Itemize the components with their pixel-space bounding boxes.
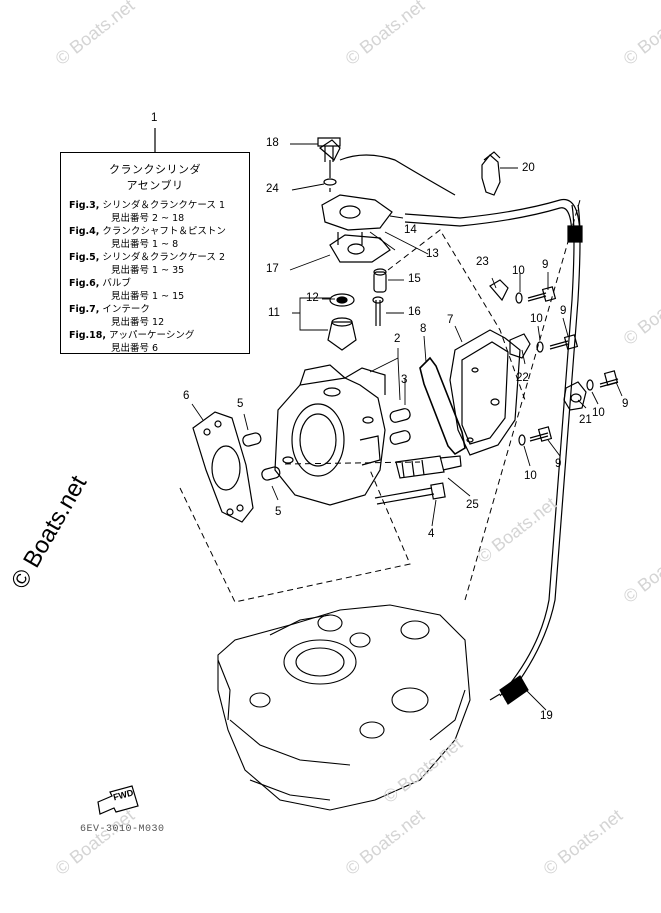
callout-label: 8 bbox=[420, 323, 427, 335]
callout-label: 16 bbox=[408, 306, 421, 318]
legend-entry-ref: 見出番号 1 ~ 15 bbox=[111, 291, 185, 302]
legend-entry-ref: 見出番号 2 ~ 18 bbox=[111, 213, 185, 224]
crankcase-drawing bbox=[217, 604, 471, 811]
doc-code: 6EV-3010-M030 bbox=[80, 824, 165, 835]
callout-label: 22 bbox=[516, 372, 529, 384]
cover-7-drawing bbox=[449, 329, 521, 456]
thermostat-cover-drawing bbox=[319, 139, 393, 263]
callout-label: 9 bbox=[622, 398, 629, 410]
bolt-4-drawing bbox=[374, 482, 446, 505]
legend-entry: Fig.4, クランクシャフト＆ピストン bbox=[69, 226, 226, 237]
callout-label: 20 bbox=[522, 162, 535, 174]
callout-label: 9 bbox=[542, 259, 549, 271]
callout-label: 15 bbox=[408, 273, 421, 285]
callout-label: 6 bbox=[183, 390, 190, 402]
callout-label: 14 bbox=[404, 224, 417, 236]
legend-title-line1: クランクシリンダ bbox=[109, 163, 201, 176]
callout-label: 4 bbox=[428, 528, 435, 540]
callout-label: 9 bbox=[560, 305, 567, 317]
legend-title-line2: アセンブリ bbox=[126, 179, 184, 192]
legend-box: クランクシリンダ アセンブリ Fig.3, シリンダ＆クランクケース 1 見出番… bbox=[60, 152, 250, 354]
callout-label: 23 bbox=[476, 256, 489, 268]
gasket-6-drawing bbox=[192, 411, 254, 523]
legend-entry: Fig.18, アッパーケーシング bbox=[69, 330, 195, 341]
callout-label: 9 bbox=[555, 458, 562, 470]
cylinder-head-drawing bbox=[274, 364, 386, 506]
callout-label: 7 bbox=[447, 314, 454, 326]
callout-label: 21 bbox=[579, 414, 592, 426]
legend-entry: Fig.6, バルブ bbox=[69, 278, 131, 289]
hose-14 bbox=[339, 154, 583, 243]
legend-entry-ref: 見出番号 1 ~ 35 bbox=[111, 265, 185, 276]
callout-label: 17 bbox=[266, 263, 279, 275]
callout-label: 3 bbox=[401, 374, 408, 386]
legend-entry-ref: 見出番号 1 ~ 8 bbox=[111, 239, 179, 250]
callout-label: 10 bbox=[592, 407, 605, 419]
callout-label: 5 bbox=[237, 398, 244, 410]
legend-entry: Fig.7, インテーク bbox=[69, 304, 150, 315]
legend-entry-ref: 見出番号 12 bbox=[111, 317, 165, 328]
callout-label: 10 bbox=[512, 265, 525, 277]
bolt-18-drawing bbox=[317, 137, 341, 162]
callout-label: 10 bbox=[530, 313, 543, 325]
callout-label: 19 bbox=[540, 710, 553, 722]
washers-10-drawing bbox=[515, 292, 594, 446]
callout-label: 13 bbox=[426, 248, 439, 260]
callout-label: 5 bbox=[275, 506, 282, 518]
callout-label: 25 bbox=[466, 499, 479, 511]
callout-1: 1 bbox=[151, 112, 158, 124]
dowels-drawing bbox=[242, 408, 411, 481]
bolts-9-drawing bbox=[527, 286, 619, 442]
leader-lines bbox=[191, 143, 623, 711]
spark-plug-drawing bbox=[395, 455, 462, 479]
callout-label: 12 bbox=[306, 292, 319, 304]
legend-entry-ref: 見出番号 6 bbox=[111, 343, 159, 354]
callout-label: 18 bbox=[266, 137, 279, 149]
callout-label: 11 bbox=[268, 307, 280, 319]
cable-19 bbox=[489, 204, 581, 705]
legend-entry: Fig.3, シリンダ＆クランクケース 1 bbox=[69, 200, 225, 211]
legend-entry: Fig.5, シリンダ＆クランクケース 2 bbox=[69, 252, 225, 263]
fwd-arrow bbox=[97, 785, 139, 815]
callout-label: 24 bbox=[266, 183, 279, 195]
clips-drawing bbox=[481, 151, 587, 411]
callout-label: 10 bbox=[524, 470, 537, 482]
gasket-8-drawing bbox=[419, 356, 466, 456]
callout-label: 2 bbox=[394, 333, 401, 345]
small-parts-drawing bbox=[327, 268, 387, 351]
